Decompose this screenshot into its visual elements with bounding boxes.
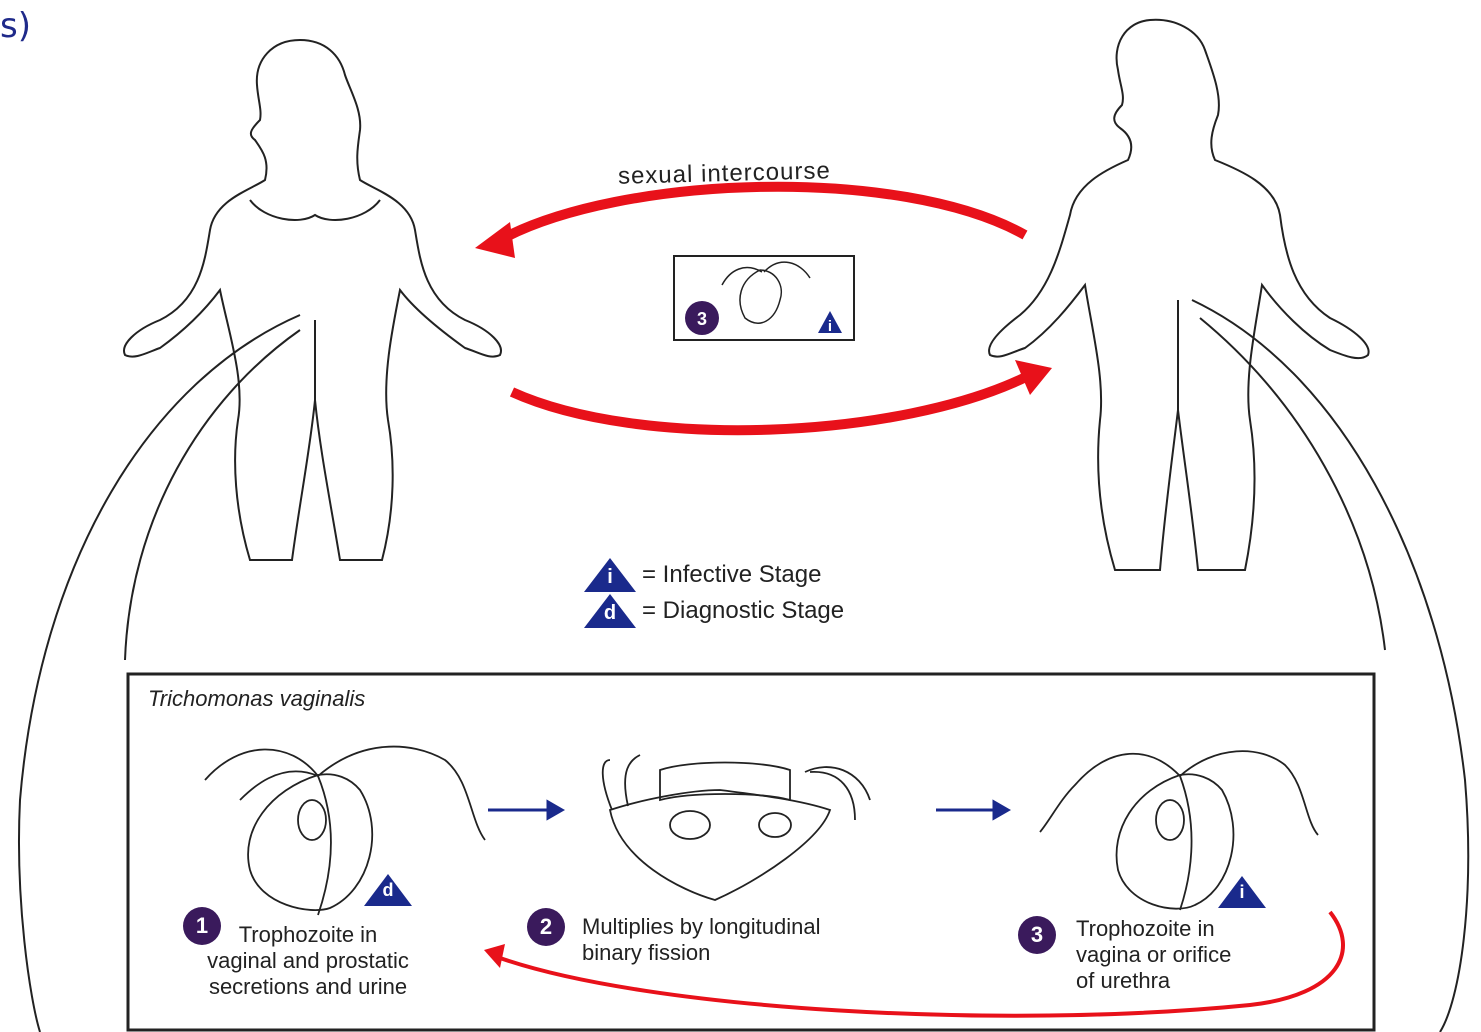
- stage2-text: Multiplies by longitudinal binary fissio…: [582, 914, 942, 966]
- legend-infective-label: = Infective Stage: [642, 561, 821, 589]
- box-title: Trichomonas vaginalis: [148, 686, 365, 712]
- stage2-number: 2: [527, 908, 565, 946]
- stage3-text: Trophozoite in vagina or orifice of uret…: [1076, 916, 1316, 994]
- center-badge-number: 3: [697, 309, 707, 329]
- infective-triangle-icon: i: [584, 558, 636, 592]
- stage1-text: Trophozoite in vaginal and prostatic sec…: [148, 922, 468, 1000]
- top-label: sexual intercourse: [618, 157, 831, 191]
- diagnostic-triangle-icon: d: [584, 594, 636, 628]
- legend-diagnostic-label: = Diagnostic Stage: [642, 597, 844, 625]
- male-figure: [989, 20, 1369, 570]
- stage3-badge-icon: i: [1218, 876, 1266, 908]
- legend-diagnostic: d = Diagnostic Stage: [584, 594, 844, 628]
- arrow-female-to-male: [512, 375, 1030, 430]
- legend-infective: i = Infective Stage: [584, 558, 821, 592]
- female-figure: [124, 40, 501, 560]
- center-badge-letter: i: [828, 318, 832, 335]
- arrow-male-to-female: [500, 187, 1025, 240]
- stage1-badge-icon: d: [364, 874, 412, 906]
- arrowhead-left: [475, 222, 515, 258]
- stage3-number: 3: [1018, 916, 1056, 954]
